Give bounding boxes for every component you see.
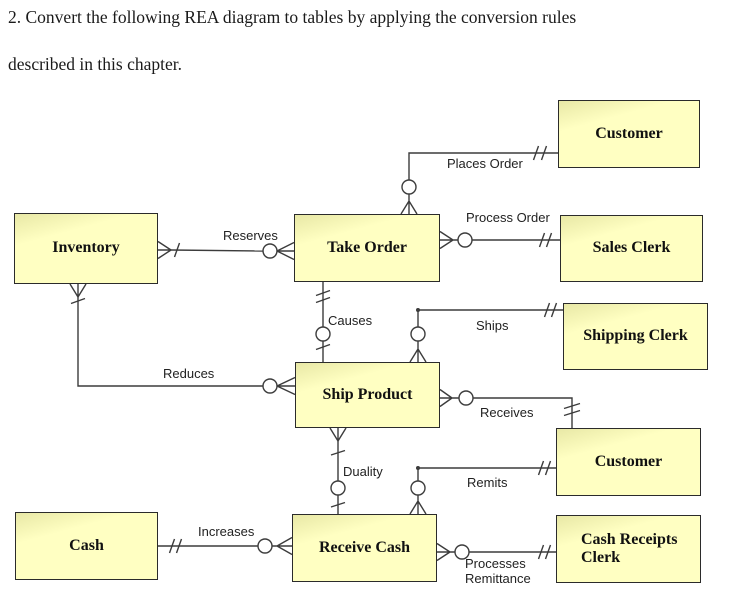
- entity-take-order: Take Order: [294, 214, 440, 282]
- entity-label: Inventory: [52, 239, 120, 257]
- relationship-label-duality: Duality: [343, 464, 383, 479]
- entity-label: Take Order: [327, 238, 407, 256]
- entity-sales-clerk: Sales Clerk: [560, 215, 703, 282]
- crow-foot: [400, 194, 418, 215]
- relationship-label-increases: Increases: [198, 524, 255, 539]
- entity-inventory: Inventory: [14, 213, 158, 284]
- crow-foot: [439, 388, 459, 408]
- zero-cardinality-circle: [330, 480, 346, 496]
- relationship-label-process-order: Process Order: [466, 210, 550, 225]
- crow-foot: [439, 230, 458, 250]
- entity-customer-top: Customer: [558, 100, 700, 168]
- connector-remits: [409, 460, 556, 515]
- relationship-label-remits: Remits: [467, 475, 508, 490]
- entity-customer-mid: Customer: [556, 428, 701, 496]
- crow-foot: [272, 536, 293, 556]
- exercise-title-line1: 2. Convert the following REA diagram to …: [8, 7, 577, 27]
- crow-foot: [276, 376, 296, 396]
- crow-foot: [436, 542, 455, 562]
- entity-cash-receipts-clerk: Cash Receipts Clerk: [556, 515, 701, 583]
- connector-ships: [409, 302, 563, 363]
- relationship-label-reduces: Reduces: [163, 366, 215, 381]
- relationship-label-processes-remittance: Processes Remittance: [465, 556, 531, 586]
- entity-label: Customer: [594, 452, 663, 470]
- connector-reduces: [69, 283, 296, 396]
- entity-label: Cash: [69, 536, 104, 554]
- exercise-title-line2: described in this chapter.: [8, 54, 182, 74]
- entity-label: Sales Clerk: [592, 239, 671, 257]
- relationship-label-receives: Receives: [480, 405, 534, 420]
- crow-foot: [69, 283, 87, 298]
- zero-cardinality-circle: [257, 538, 273, 554]
- crow-foot: [409, 341, 427, 363]
- entity-receive-cash: Receive Cash: [292, 514, 437, 582]
- entity-label: Ship Product: [322, 385, 413, 403]
- entity-shipping-clerk: Shipping Clerk: [563, 303, 708, 370]
- entity-label: Receive Cash: [318, 538, 411, 556]
- entity-cash: Cash: [15, 512, 158, 580]
- connector-places-order: [400, 145, 558, 215]
- relationship-label-reserves: Reserves: [223, 228, 278, 243]
- entity-ship-product: Ship Product: [295, 362, 440, 428]
- connector-receives: [439, 388, 581, 428]
- entity-label: Customer: [595, 124, 663, 142]
- entity-label: Shipping Clerk: [583, 327, 688, 345]
- entity-label: Cash Receipts Clerk: [581, 530, 678, 566]
- connector-processes-remittance: [436, 542, 556, 562]
- crow-foot: [329, 427, 347, 442]
- relationship-label-places-order: Places Order: [447, 156, 523, 171]
- zero-cardinality-circle: [410, 326, 426, 342]
- crow-foot: [409, 495, 427, 515]
- connector-increases: [158, 536, 293, 556]
- connector-reserves: [157, 240, 295, 261]
- relationship-label-causes: Causes: [328, 313, 373, 328]
- connector-process-order: [439, 230, 560, 250]
- crow-foot: [157, 240, 172, 260]
- connector-causes: [315, 282, 331, 362]
- connector-duality: [329, 427, 347, 514]
- zero-cardinality-circle: [458, 390, 474, 406]
- zero-cardinality-circle: [262, 378, 278, 394]
- zero-cardinality-circle: [262, 243, 278, 259]
- zero-cardinality-circle: [401, 179, 417, 195]
- crow-foot: [276, 241, 295, 261]
- zero-cardinality-circle: [457, 232, 473, 248]
- zero-cardinality-circle: [410, 480, 426, 496]
- relationship-label-ships: Ships: [476, 318, 509, 333]
- zero-cardinality-circle: [315, 326, 331, 342]
